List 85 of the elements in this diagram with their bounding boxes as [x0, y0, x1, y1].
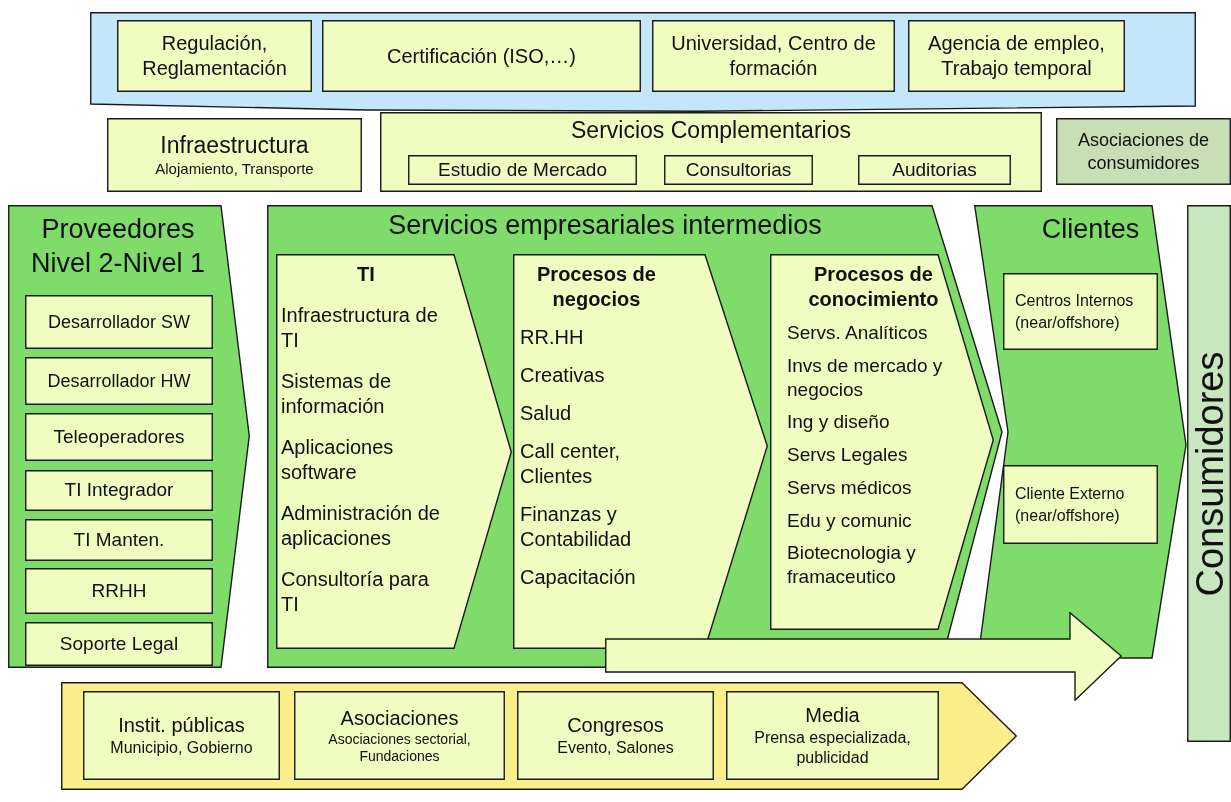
panel-title: Servicios empresariales intermedios — [388, 209, 822, 242]
text-box — [25, 295, 213, 349]
box-title: Media — [805, 703, 860, 728]
box-subtitle: Alojamiento, Transporte — [155, 160, 314, 179]
band-label: Consumidores — [1190, 351, 1228, 596]
list-item: RR.HH — [520, 325, 585, 350]
text-box — [25, 568, 213, 614]
list-item: Finanzas y Contabilidad — [520, 502, 633, 552]
chevron-box — [770, 254, 994, 630]
text-box — [408, 155, 637, 185]
box-label: Soporte Legal — [59, 631, 179, 656]
list-item: Ing y diseño — [787, 410, 891, 434]
text-box — [664, 155, 813, 185]
box-label: Cliente Externo (near/offshore) — [1015, 483, 1126, 526]
chevron-panel — [974, 205, 1187, 660]
list-item: Sistemas de información — [281, 369, 393, 419]
text-box — [25, 519, 213, 561]
header-band — [90, 12, 1196, 112]
box-label: Auditorias — [892, 158, 977, 182]
service-panel — [380, 112, 1042, 192]
box-label: Consultorias — [685, 158, 792, 182]
chevron-box — [276, 254, 512, 649]
text-box — [25, 470, 213, 511]
panel-title: Clientes — [1041, 213, 1140, 246]
chevron-title: TI — [356, 262, 376, 287]
text-box — [25, 357, 213, 405]
box-label: Desarrollador HW — [47, 369, 191, 393]
side-band — [1187, 205, 1231, 742]
list-item: Administración de aplicaciones — [281, 501, 441, 551]
text-box — [1003, 273, 1158, 350]
box-label: Agencia de empleo, Trabajo temporal — [927, 31, 1106, 81]
text-box — [322, 20, 641, 92]
box-label: Estudio de Mercado — [438, 158, 607, 182]
text-box — [294, 691, 505, 780]
box-label: TI Integrador — [64, 478, 174, 503]
list-item: Invs de mercado y negocios — [787, 353, 944, 402]
list-item: Servs médicos — [787, 475, 913, 500]
box-label: Asociaciones de consumidores — [1076, 129, 1211, 174]
text-box — [908, 20, 1125, 92]
box-title: Asociaciones — [340, 705, 459, 731]
text-box — [25, 413, 213, 461]
panel-title: Proveedores Nivel 2-Nivel 1 — [29, 213, 207, 280]
list-item: Servs. Analíticos — [787, 321, 929, 345]
box-subtitle: Prensa especializada, publicidad — [753, 728, 912, 768]
list-item: Capacitación — [520, 565, 637, 590]
box-label: Certificación (ISO,…) — [387, 43, 576, 69]
text-box — [858, 155, 1011, 185]
box-label: Universidad, Centro de formación — [670, 31, 877, 81]
box-label: RRHH — [91, 578, 147, 603]
list-item: Biotecnologia y framaceutico — [787, 541, 917, 589]
chevron-panel — [8, 205, 250, 668]
box-title: Congresos — [567, 713, 664, 738]
list-item: Creativas — [520, 363, 606, 388]
text-box — [726, 691, 939, 780]
box-label: Teleoperadores — [53, 424, 185, 449]
list-item: Consultoría para TI — [281, 567, 430, 617]
block-arrow — [605, 612, 1122, 701]
list-item: Salud — [520, 401, 573, 426]
text-box — [25, 622, 213, 666]
text-box — [517, 691, 714, 780]
text-box — [107, 118, 362, 192]
list-item: Infraestructura de TI — [281, 303, 439, 353]
text-box — [117, 20, 312, 92]
panel-title: Servicios Complementarios — [571, 116, 851, 145]
text-box — [652, 20, 895, 92]
box-subtitle: Asociaciones sectorial, Fundaciones — [327, 730, 472, 766]
box-subtitle: Evento, Salones — [557, 738, 674, 758]
box-title: Infraestructura — [160, 131, 309, 160]
box-label: Regulación, Reglamentación — [141, 31, 288, 81]
chevron-title: Procesos de conocimiento — [807, 262, 940, 312]
list-item: Edu y comunic — [787, 508, 913, 533]
list-item: Servs Legales — [787, 443, 909, 467]
text-box — [83, 691, 280, 780]
box-title: Instit. públicas — [118, 713, 245, 738]
chevron-band — [61, 682, 1017, 790]
box-label: Desarrollador SW — [47, 310, 190, 334]
box-label: Centros Internos (near/offshore) — [1015, 290, 1135, 333]
chevron-box — [513, 254, 768, 649]
box-subtitle: Municipio, Gobierno — [110, 738, 253, 758]
list-item: Aplicaciones software — [281, 435, 395, 485]
box-label: TI Manten. — [73, 527, 165, 552]
text-box — [1056, 118, 1231, 185]
text-box — [1003, 465, 1158, 544]
chevron-title: Procesos de negocios — [536, 262, 657, 312]
list-item: Call center, Clientes — [520, 439, 622, 489]
